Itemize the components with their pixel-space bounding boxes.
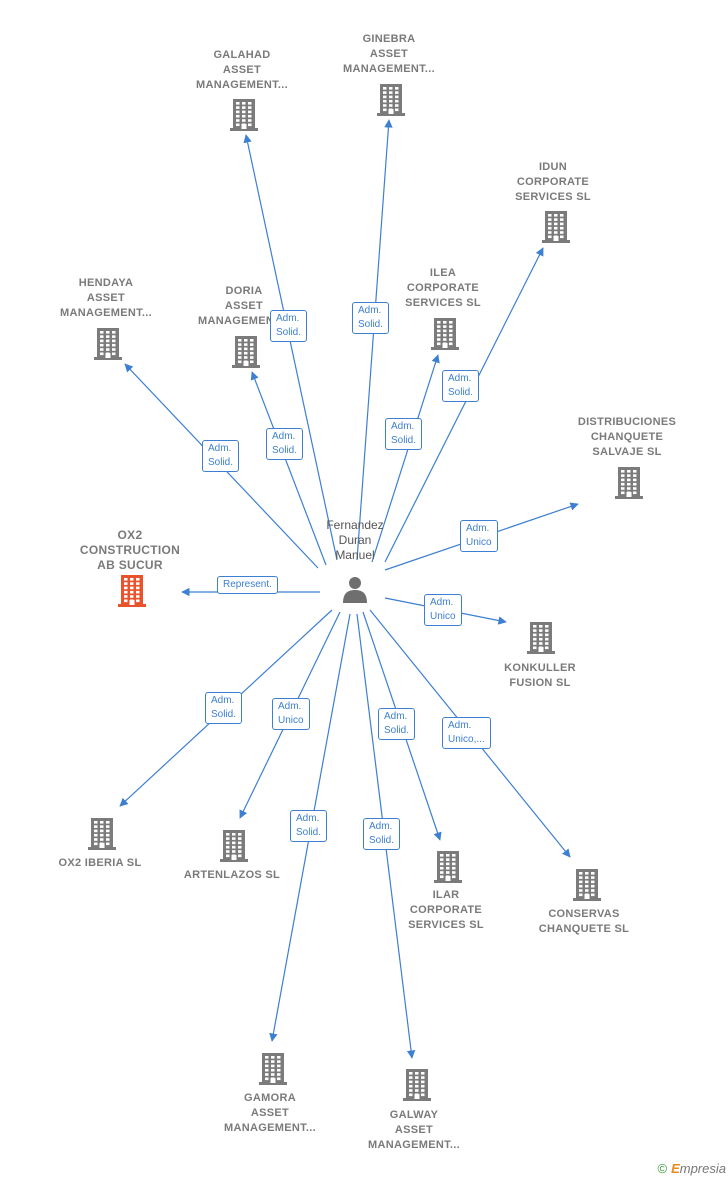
company-label-galahad: GALAHAD ASSET MANAGEMENT... [196, 49, 288, 91]
building-icon [259, 1053, 287, 1085]
building-icon [230, 99, 258, 131]
copyright-icon: © [657, 1161, 668, 1176]
edge-label-galway[interactable]: Adm. Solid. [363, 818, 401, 850]
brand-initial: E [671, 1161, 680, 1176]
building-icon [94, 328, 122, 360]
edge-line-ginebra [356, 119, 393, 561]
building-icon [431, 318, 459, 350]
edge-line-doria [250, 371, 327, 566]
company-label-idun: IDUN CORPORATE SERVICES SL [515, 161, 591, 203]
company-label-conservas: CONSERVAS CHANQUETE SL [538, 908, 630, 935]
company-label-artenlazos: ARTENLAZOS SL [183, 869, 281, 881]
company-label-hendaya: HENDAYA ASSET MANAGEMENT... [60, 277, 152, 319]
company-label-ginebra: GINEBRA ASSET MANAGEMENT... [343, 33, 435, 75]
edge-label-idun[interactable]: Adm. Solid. [442, 370, 480, 402]
edge-label-ilar[interactable]: Adm. Solid. [378, 708, 416, 740]
building-icon [527, 622, 555, 654]
building-icon [232, 336, 260, 368]
edge-label-ilea[interactable]: Adm. Solid. [385, 418, 423, 450]
edge-label-konkuller[interactable]: Adm. Unico [424, 594, 462, 626]
edge-label-conservas[interactable]: Adm. Unico,... [442, 717, 491, 749]
edge-line-ilea [371, 354, 440, 563]
company-label-ilar: ILAR CORPORATE SERVICES SL [408, 889, 484, 931]
company-label-distribuciones: DISTRIBUCIONES CHANQUETE SALVAJE SL [577, 416, 677, 458]
edge-line-idun [384, 247, 544, 563]
building-icon [88, 818, 116, 850]
building-icon [542, 211, 570, 243]
edge-label-hendaya[interactable]: Adm. Solid. [202, 440, 240, 472]
building-icon [118, 575, 146, 607]
building-icon [377, 84, 405, 116]
building-icon [573, 869, 601, 901]
building-icon [220, 830, 248, 862]
edge-label-gamora[interactable]: Adm. Solid. [290, 810, 328, 842]
edge-label-distribuciones[interactable]: Adm. Unico [460, 520, 498, 552]
building-icon [615, 467, 643, 499]
company-label-konkuller: KONKULLER FUSION SL [504, 662, 576, 689]
edge-label-galahad[interactable]: Adm. Solid. [270, 310, 308, 342]
footer-brand: ©Empresia [657, 1161, 726, 1176]
building-icon [434, 851, 462, 883]
company-label-galway: GALWAY ASSET MANAGEMENT... [368, 1109, 460, 1151]
edge-label-ox2iberia[interactable]: Adm. Solid. [205, 692, 243, 724]
company-label-doria: DORIA ASSET MANAGEMENT... [198, 285, 290, 327]
edge-line-galahad [243, 134, 338, 561]
person-icon [343, 577, 367, 603]
edge-label-artenlazos[interactable]: Adm. Unico [272, 698, 310, 730]
center-person-label: Fernandez Duran Manuel [326, 518, 384, 562]
company-label-ilea: ILEA CORPORATE SERVICES SL [405, 267, 481, 309]
company-label-gamora: GAMORA ASSET MANAGEMENT... [224, 1092, 316, 1134]
building-icon [403, 1069, 431, 1101]
edge-label-main-company[interactable]: Represent. [217, 576, 278, 594]
company-label-ox2iberia: OX2 IBERIA SL [58, 857, 142, 869]
edge-label-doria[interactable]: Adm. Solid. [266, 428, 304, 460]
edge-label-ginebra[interactable]: Adm. Solid. [352, 302, 390, 334]
main-company-label: OX2 CONSTRUCTION AB SUCUR [79, 528, 181, 572]
brand-name: mpresia [679, 1161, 726, 1176]
